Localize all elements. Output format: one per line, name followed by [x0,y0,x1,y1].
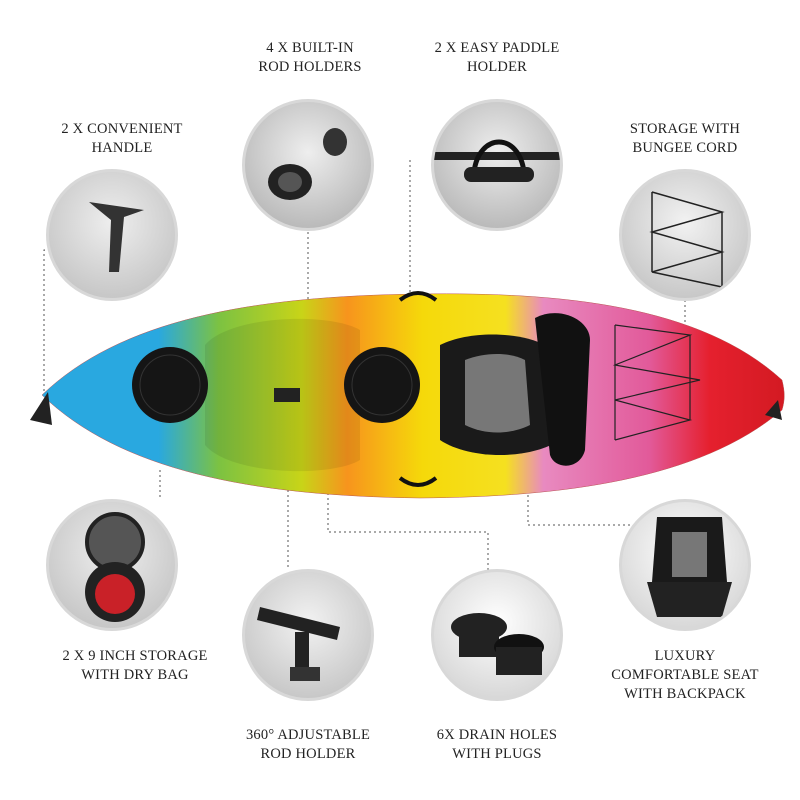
paddle-holder-detail-image [431,99,563,231]
seat-detail-image [619,499,751,631]
handle-icon [89,202,144,272]
kayak-seat [440,313,590,466]
adjustable-rod-holder-detail-image [242,569,374,701]
seat-icon [647,517,732,617]
paddle-holder-top [398,291,438,302]
hatch-cover-front [132,347,208,423]
rod-holders-detail-image [242,99,374,231]
dry-bag-detail-image [46,499,178,631]
drain-plugs-detail-image [431,569,563,701]
adjustable-rod-holder-icon [257,607,340,681]
hatch-cover-center [344,347,420,423]
drain-plug-icon [451,613,544,675]
handle-front [30,392,52,425]
handle-detail-image [46,169,178,301]
rod-holder-mount [274,388,300,402]
flush-rod-holder-icon [268,128,347,200]
hatch-dry-bag-icon [85,512,145,622]
paddle-holder-icon [434,139,560,182]
bungee-detail-image [619,169,751,301]
paddle-holder-bottom [398,476,438,487]
bungee-cord-icon [649,191,725,288]
handle-rear [765,400,782,420]
bungee-cord [612,324,701,441]
